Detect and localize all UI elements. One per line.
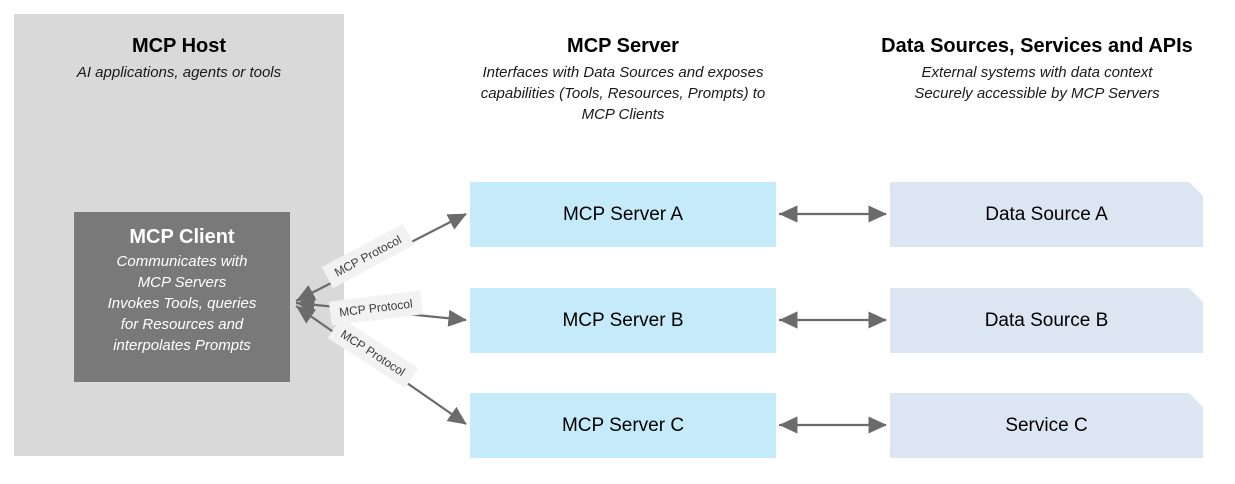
data-sources-heading: Data Sources, Services and APIs External… [872,33,1202,104]
mcp-server-title: MCP Server [567,35,679,57]
mcp-client-description-line1: Communicates with [116,253,248,270]
mcp-server-a-box[interactable]: MCP Server A [470,182,776,247]
data-sources-title: Data Sources, Services and APIs [881,35,1193,57]
mcp-client-description-line2: MCP Servers [137,274,227,291]
mcp-client-description-line3: Invokes Tools, queries [107,295,257,312]
service-c-box[interactable]: Service C [890,393,1203,458]
data-source-b-box[interactable]: Data Source B [890,288,1203,353]
data-sources-subtitle-line1: External systems with data context [921,64,1153,81]
mcp-host-title: MCP Host [131,35,227,57]
data-source-a-label: Data Source A [985,203,1108,225]
mcp-server-a-label: MCP Server A [562,203,684,225]
mcp-client-box[interactable]: MCP Client Communicates with MCP Servers… [74,212,290,382]
mcp-server-c-box[interactable]: MCP Server C [470,393,776,458]
data-source-b-label: Data Source B [984,309,1109,331]
mcp-client-description-line5: interpolates Prompts [113,337,251,354]
mcp-host-subtitle: AI applications, agents or tools [76,64,282,81]
mcp-client-title: MCP Client [129,226,235,248]
mcp-server-b-label: MCP Server B [562,309,684,331]
data-source-a-box[interactable]: Data Source A [890,182,1203,247]
mcp-server-c-label: MCP Server C [561,414,685,436]
mcp-server-b-box[interactable]: MCP Server B [470,288,776,353]
mcp-client-description-line4: for Resources and [120,316,244,333]
mcp-host-heading: MCP Host AI applications, agents or tool… [14,33,344,83]
mcp-server-subtitle: Interfaces with Data Sources and exposes… [480,64,766,123]
service-c-label: Service C [1005,414,1088,436]
data-sources-subtitle-line2: Securely accessible by MCP Servers [914,85,1160,102]
mcp-server-heading: MCP Server Interfaces with Data Sources … [470,33,776,125]
